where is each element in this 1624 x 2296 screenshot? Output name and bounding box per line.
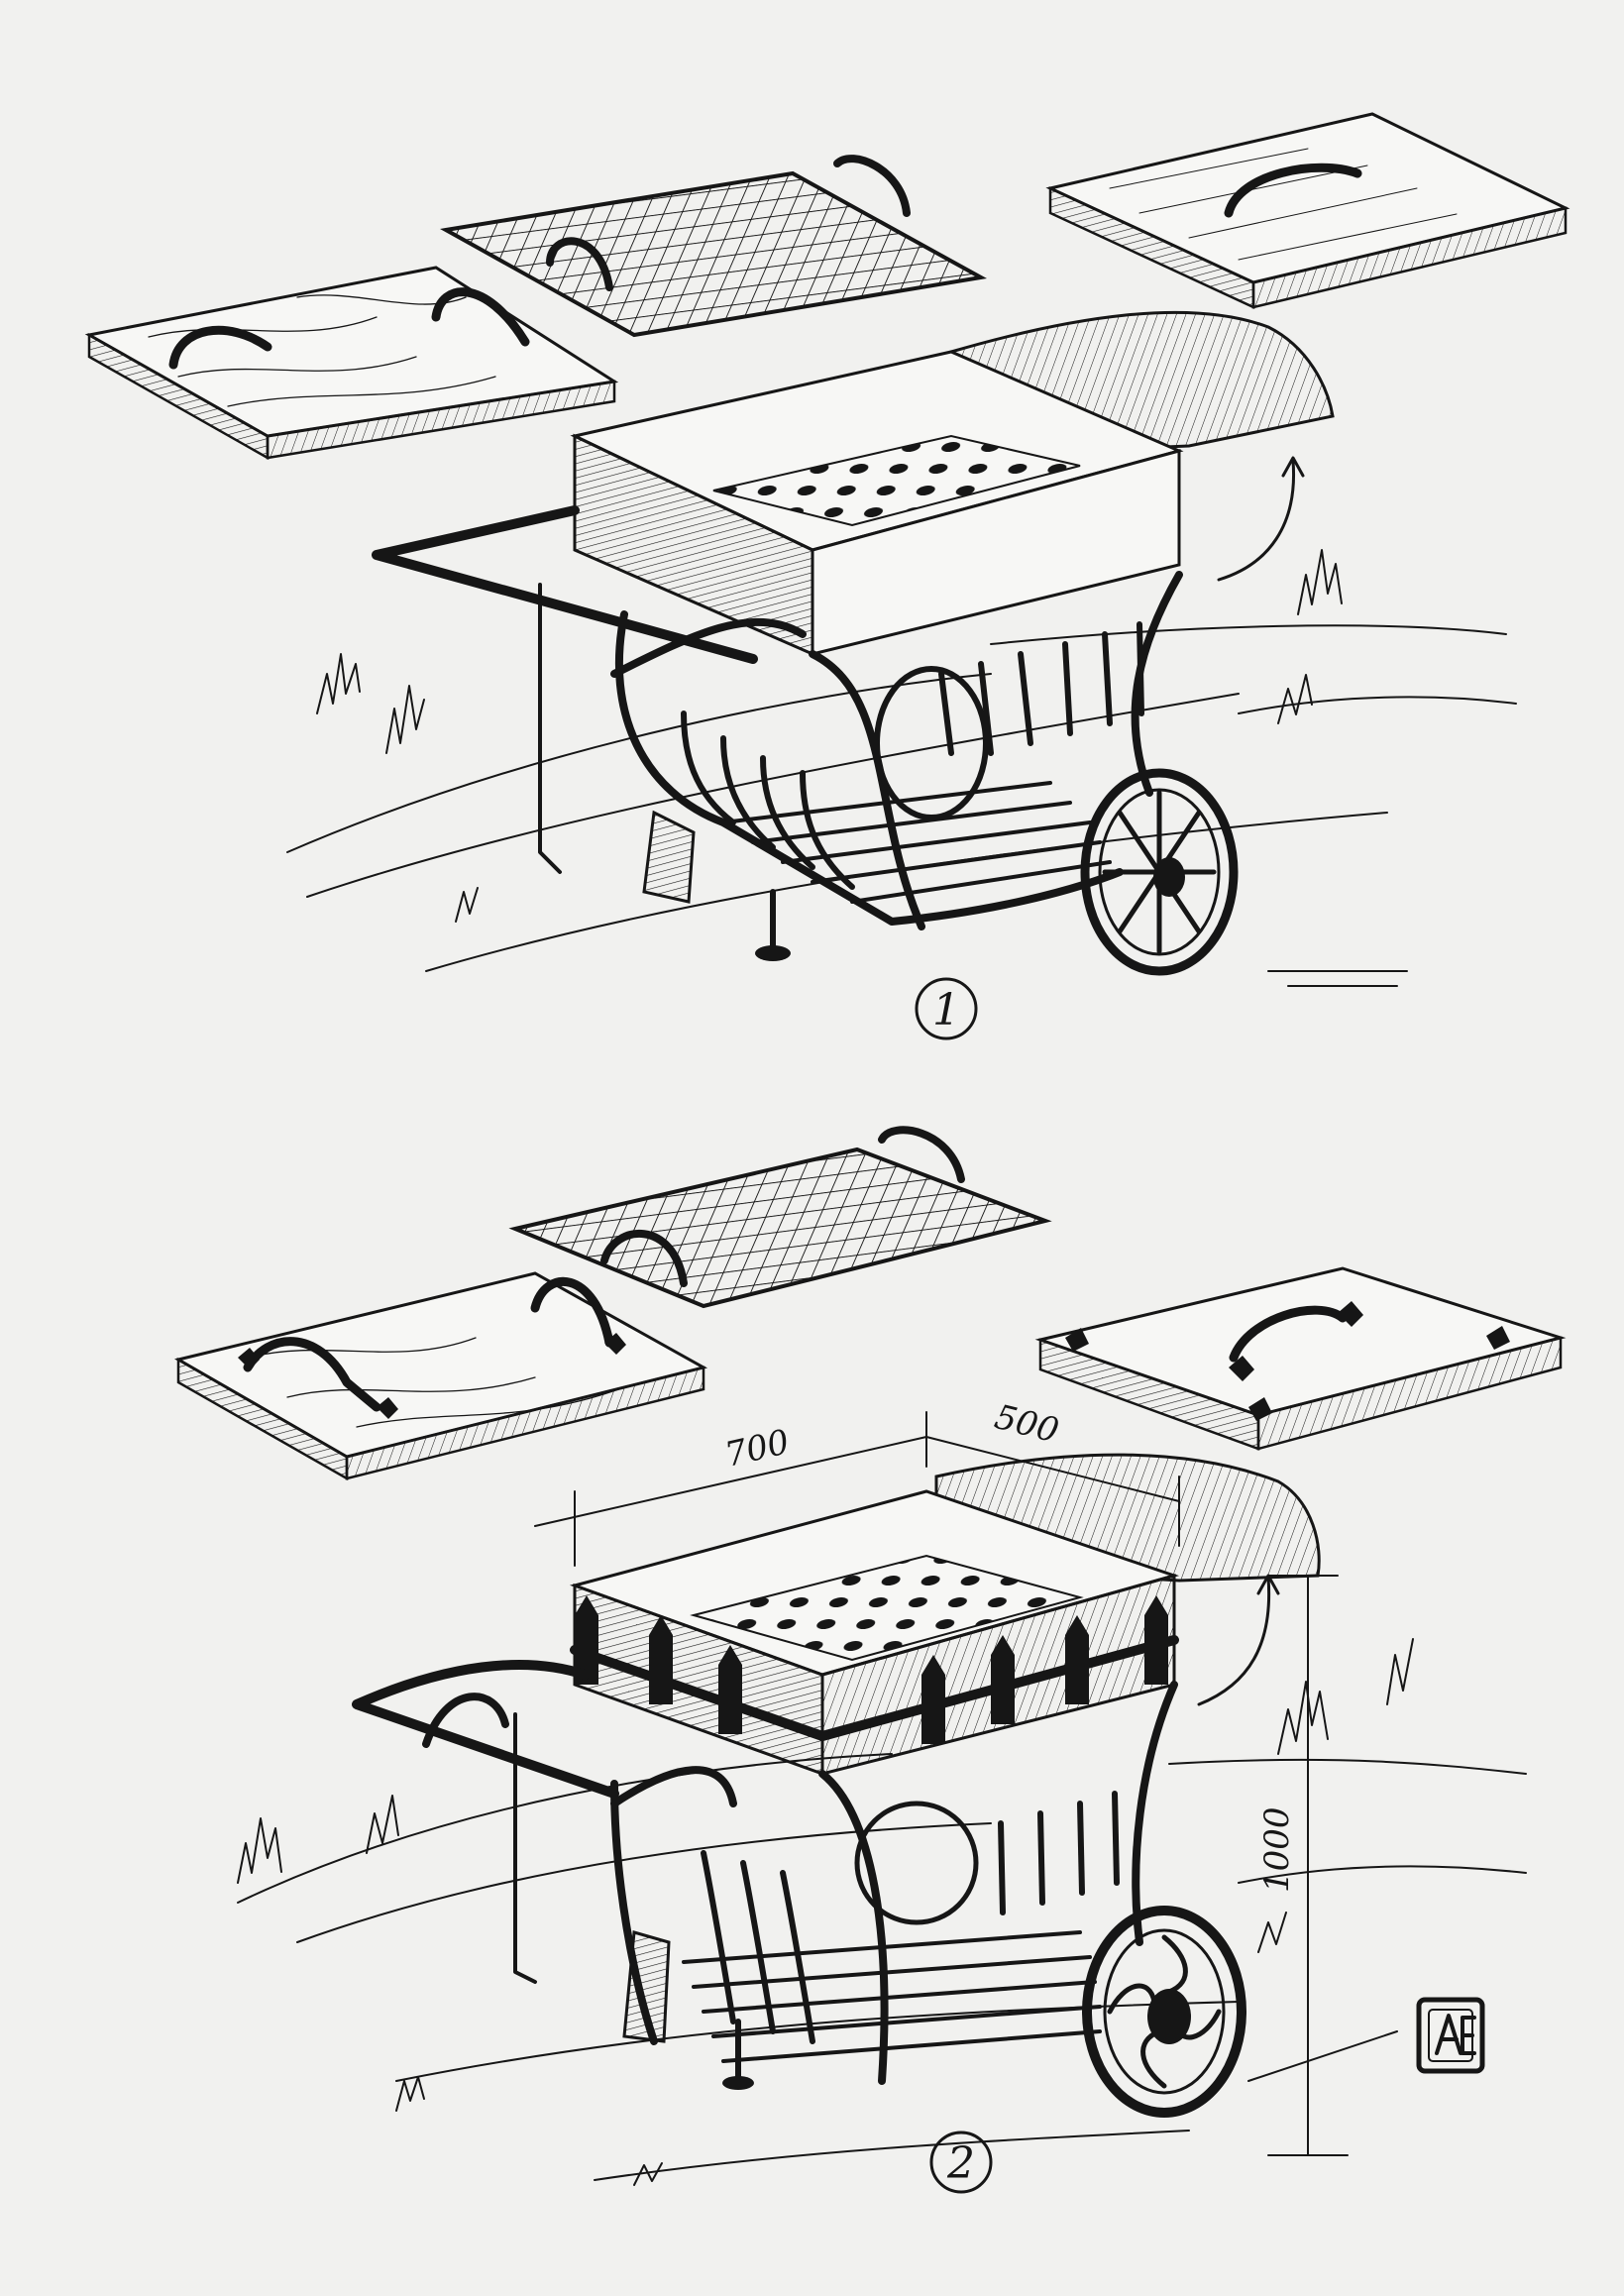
wood-lid-right-2 [1034,1266,1567,1451]
figure-1-drawing: 1 [84,112,1570,1040]
dimension-width: 500 [991,1397,1063,1452]
figure-2-number: 2 [946,2138,975,2189]
grill-grate-1 [440,155,988,338]
artist-monogram-stamp [1416,1997,1485,2074]
figure-1-number: 1 [932,985,960,1036]
dimension-height: 1000 [1257,1806,1297,1893]
figure-2-drawing: 700 500 1000 [173,1126,1567,2194]
cart-1 [372,310,1335,976]
grill-grate-2 [508,1126,1052,1309]
figure-1-label: 1 [915,977,978,1040]
wood-lid-left-1 [84,266,619,461]
cart-2 [352,1453,1321,2118]
wood-lid-right-1 [1045,112,1570,309]
dimension-length: 700 [721,1422,793,1476]
wheel-1 [1080,768,1239,976]
wood-lid-left-2 [173,1271,708,1481]
figure-2-label: 2 [929,2131,993,2194]
wheel-2 [1082,1906,1246,2118]
